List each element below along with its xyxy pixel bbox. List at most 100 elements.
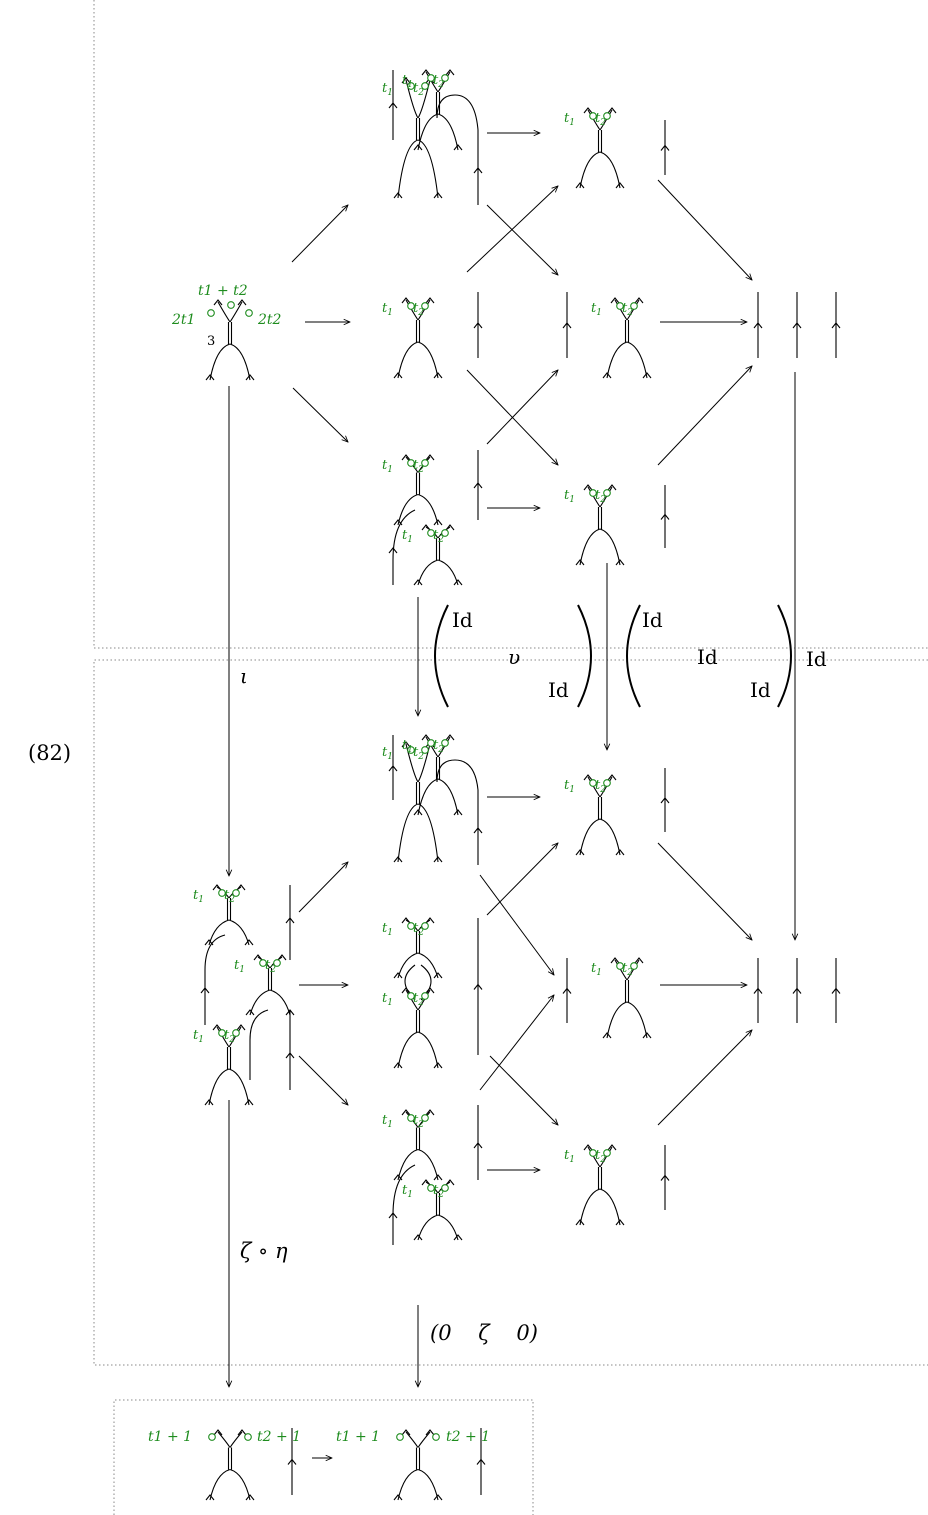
web-label: t1: [402, 528, 413, 545]
arrow-tick: [401, 987, 411, 994]
arrow-tick: [583, 1144, 593, 1151]
t1-plus-1-label: t1 + 1: [148, 1429, 192, 1445]
arrow-tick: [792, 322, 802, 329]
arrow-tick: [204, 1099, 214, 1106]
web-strand: [437, 559, 459, 586]
web-label: t2: [595, 111, 606, 128]
arrow-tick: [388, 102, 398, 109]
web-label: t1: [382, 1113, 393, 1130]
web-label: t2: [413, 745, 424, 762]
web-strand: [216, 1026, 230, 1048]
web-strand: [599, 109, 613, 131]
tag-marker: [427, 1184, 435, 1192]
arrow-tick: [575, 559, 585, 566]
t2-plus-1-label: t2 + 1: [446, 1429, 490, 1445]
arrow-tick: [831, 322, 841, 329]
web-label: t1: [564, 111, 575, 128]
arrow-tick: [610, 957, 620, 964]
web-strand: [405, 299, 419, 321]
tag-marker: [630, 302, 638, 310]
web-label: t2: [265, 958, 276, 975]
web-label: t2: [433, 73, 444, 90]
arrow-tick: [607, 484, 617, 491]
web-label: t2: [595, 1148, 606, 1165]
web-strand: [425, 736, 439, 758]
t1-plus-1-label: t1 + 1: [336, 1429, 380, 1445]
equation-number: (82): [28, 741, 71, 765]
vertical-strand: [660, 485, 670, 548]
paren-left: [434, 604, 449, 708]
web-strand: [579, 528, 601, 566]
arrow-tick: [473, 983, 483, 990]
web-strand: [599, 776, 613, 798]
arrow-tick: [473, 322, 483, 329]
arrow-tick: [575, 182, 585, 189]
arrow-tick: [610, 297, 620, 304]
two-t1-label: 2t1: [171, 312, 195, 328]
arrow-tick: [562, 322, 572, 329]
web-strand: [217, 301, 231, 323]
arrow-tick: [453, 579, 463, 586]
arrow: [479, 874, 554, 975]
web-label: t2: [622, 301, 633, 318]
zeta-row-label: (0 ζ 0): [430, 1321, 538, 1345]
arrow-tick: [445, 1179, 455, 1186]
zeta-eta-label: ζ ∘ η: [240, 1239, 288, 1263]
vertical-strand: [473, 918, 483, 1055]
arrow-tick: [401, 917, 411, 924]
y-web: [205, 299, 255, 381]
tag-marker: [441, 74, 449, 82]
web-label: t2: [224, 888, 235, 905]
web-strand: [405, 1431, 419, 1448]
arrow-tick: [393, 1062, 403, 1069]
arrow-tick: [476, 1458, 486, 1465]
tag-marker: [232, 1029, 240, 1037]
web-strand: [417, 1468, 439, 1501]
tag-marker: [232, 889, 240, 897]
arrow-tick: [425, 454, 435, 461]
web-strand: [579, 151, 601, 189]
tag-marker: [218, 1029, 226, 1037]
arrow-tick: [421, 734, 431, 741]
arrow: [657, 1030, 752, 1126]
arrow-tick: [401, 454, 411, 461]
arrow-tick: [285, 917, 295, 924]
web-strand: [587, 1146, 601, 1168]
double-edge: [227, 322, 233, 344]
double-edge: [415, 320, 421, 342]
web-strand: [417, 1214, 439, 1241]
web-label: t1: [564, 488, 575, 505]
arrow-tick: [634, 297, 644, 304]
arrow-tick: [401, 1109, 411, 1116]
arrow-tick: [607, 1144, 617, 1151]
arrow-tick: [642, 1032, 652, 1039]
arrow-tick: [393, 1494, 403, 1501]
iota-label: ι: [240, 664, 248, 688]
arrow-tick: [660, 513, 670, 520]
web-label: t1: [382, 458, 393, 475]
web-strand: [392, 1164, 416, 1245]
double-edge: [415, 931, 421, 953]
double-edge: [597, 1167, 603, 1189]
arrow: [298, 862, 348, 913]
arrow-tick: [583, 774, 593, 781]
matrix-entry-id: Id: [452, 608, 473, 632]
web-label: t1: [382, 301, 393, 318]
web-strand: [425, 71, 439, 93]
double-edge: [415, 1010, 421, 1032]
arrow: [657, 366, 752, 466]
tag-marker: [603, 489, 611, 497]
arrow-tick: [433, 1174, 443, 1181]
web-strand: [249, 989, 271, 1016]
edge-weight-label: 3: [207, 334, 215, 349]
matrix-brackets: [434, 604, 792, 708]
t2-plus-1-label: t2 + 1: [257, 1429, 301, 1445]
arrow-tick: [660, 1174, 670, 1181]
web-strand: [208, 919, 230, 946]
arrow-tick: [425, 1429, 435, 1436]
